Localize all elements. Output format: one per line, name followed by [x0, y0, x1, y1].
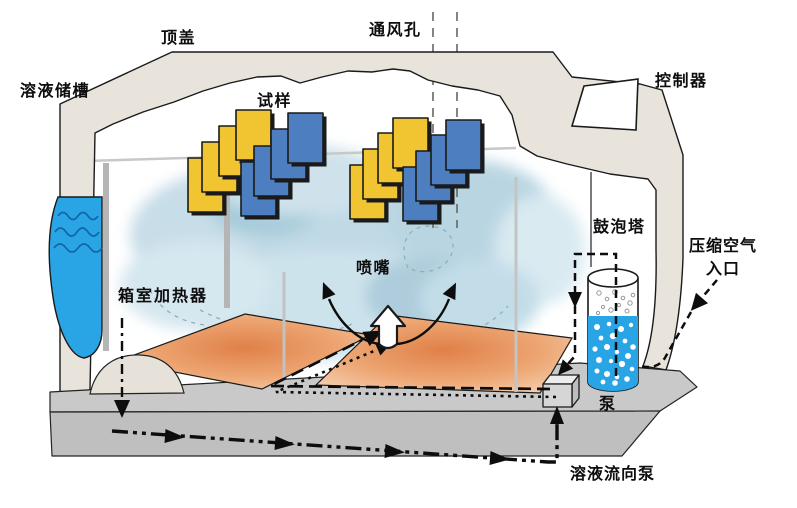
controller-panel-shape — [570, 78, 639, 131]
inlet-to-tower-line — [637, 311, 693, 369]
pump-cube — [542, 374, 580, 408]
label-compressed-air-inlet: 压缩空气 入口 — [682, 234, 764, 280]
arrow-up-icon — [550, 406, 564, 424]
label-top-cover: 顶盖 — [161, 28, 197, 47]
arrow-right-icon — [384, 444, 405, 458]
arrow-down-icon — [568, 292, 582, 308]
arrow-down-icon — [114, 400, 130, 418]
arrow-down-left-icon — [557, 359, 574, 376]
arrow-right-icon — [489, 451, 510, 465]
nozzle-arrow — [369, 304, 407, 350]
enclosure-wall-shape — [59, 51, 684, 397]
arrow-up-left-icon — [322, 282, 336, 300]
junction-to-nozzle-dots — [275, 349, 557, 399]
tower-air-bubbles — [595, 289, 636, 316]
spray-arc-left — [327, 298, 381, 346]
tower-bubbles — [592, 321, 636, 386]
label-compressed-air-line2: 入口 — [705, 259, 740, 278]
label-test-sample: 试样 — [257, 91, 293, 110]
solution-reservoir-shape — [48, 196, 103, 359]
bubble-tower-liquid — [588, 316, 638, 391]
sample-rack-left — [187, 109, 327, 220]
bubble-tower-rim — [587, 268, 639, 288]
base-front-face — [49, 410, 661, 457]
drain-mound — [89, 354, 185, 395]
arrow-up-right-icon — [442, 282, 457, 301]
label-solution-flow-to-pump: 溶液流向泵 — [570, 464, 656, 483]
spray-arc-right — [396, 298, 451, 346]
label-nozzle: 喷嘴 — [356, 258, 392, 277]
label-chamber-heater: 箱室加热器 — [118, 286, 209, 305]
wave-lines — [53, 211, 103, 253]
sample-plate-blue — [240, 112, 327, 220]
sample-plate-blue — [402, 119, 485, 225]
label-bubble-tower: 鼓泡塔 — [593, 217, 646, 236]
sample-rack-right — [349, 117, 485, 225]
air-from-tower-line — [573, 252, 618, 376]
compressed-air-inlet-line — [699, 279, 718, 301]
junction-to-nozzle-dash — [269, 338, 551, 391]
flow-arrows — [111, 252, 718, 465]
arrow-right-icon — [274, 436, 295, 450]
air-to-junction-line — [565, 306, 577, 367]
arrow-up-right-icon — [362, 330, 383, 347]
label-controller: 控制器 — [655, 71, 708, 90]
arrow-right-icon — [164, 429, 185, 443]
bubble-tower-shape — [587, 268, 639, 392]
solution-flow-line — [111, 420, 559, 464]
arrow-down-left-icon — [690, 292, 709, 311]
label-solution-reservoir: 溶液储槽 — [20, 81, 91, 100]
label-pump: 泵 — [599, 394, 617, 413]
label-compressed-air-line1: 压缩空气 — [688, 236, 757, 255]
label-vent-hole: 通风孔 — [369, 20, 422, 39]
